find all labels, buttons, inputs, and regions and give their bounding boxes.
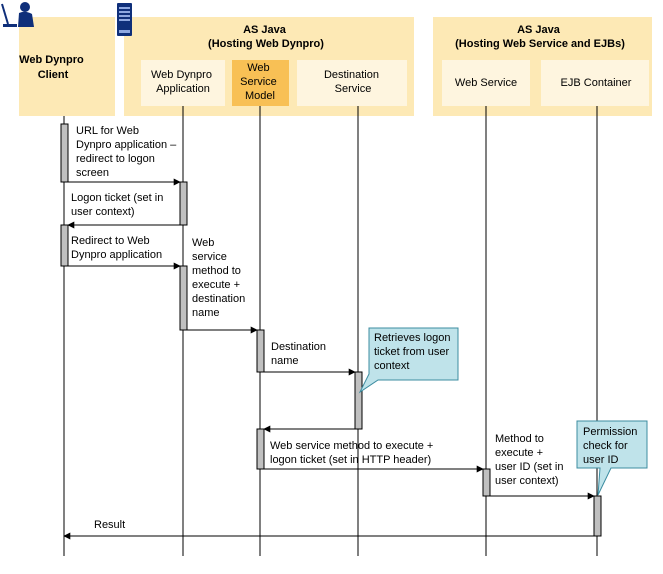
ejb-container-label: EJB Container <box>561 77 632 89</box>
note-line: context <box>374 360 409 372</box>
activation-bar <box>354 371 363 430</box>
web-dynpro-application-box <box>141 60 225 106</box>
dest-service-label-line: Destination <box>324 69 379 81</box>
message-label: URL for Web Dynpro application – redirec… <box>76 125 179 179</box>
ws-model-label-line: Service <box>240 76 277 88</box>
web-service-model-box <box>232 60 289 106</box>
message-label-line: destination <box>192 293 245 305</box>
note-line: user ID <box>583 454 619 466</box>
message-label-line: name <box>192 307 220 319</box>
message-label-line: execute + <box>495 447 543 459</box>
message-label-line: logon ticket (set in HTTP header) <box>270 454 431 466</box>
ws-model-label-line: Model <box>245 90 275 102</box>
activation-bar <box>179 181 188 226</box>
wd-app-label-line: Web Dynpro <box>151 69 212 81</box>
wd-app-label-line: Application <box>156 83 210 95</box>
wd-app-label: Web Dynpro Application <box>151 69 215 95</box>
client-label: Web Dynpro Client <box>19 54 87 81</box>
activation-bar <box>593 495 602 537</box>
dest-service-label: Destination Service <box>324 69 382 95</box>
as-java-2-title-line: AS Java <box>517 24 561 36</box>
message-label: Result <box>94 519 125 531</box>
activation-bar <box>179 265 188 331</box>
client-label-line: Web Dynpro <box>19 54 84 66</box>
message-label-line: Dynpro application – <box>76 139 177 151</box>
note-line: Retrieves logon <box>374 332 450 344</box>
web-service-box <box>442 60 530 106</box>
as-java-1-title-line: AS Java <box>243 24 287 36</box>
client-box <box>19 17 115 116</box>
web-service-label: Web Service <box>455 77 517 89</box>
activation-bar <box>60 224 69 267</box>
message-label-line: name <box>271 355 299 367</box>
svg-text:Retrieves logon ticket f: Retrieves logon ticket from user context <box>374 332 454 372</box>
activation-bar <box>60 123 69 183</box>
message-label-line: user context) <box>495 475 559 487</box>
as-java-2-title: AS Java (Hosting Web Service and EJBs) <box>455 24 625 50</box>
message-label-line: Destination <box>271 341 326 353</box>
web-service-label-line: Web Service <box>455 77 517 89</box>
client-label-line: Client <box>38 69 69 81</box>
message-label: Redirect to Web Dynpro application <box>71 235 162 261</box>
message-label: Web service method to execute + logon ti… <box>270 440 436 466</box>
note-line: Permission <box>583 426 637 438</box>
as-java-1-title: AS Java (Hosting Web Dynpro) <box>208 24 324 50</box>
activation-bar <box>482 468 491 497</box>
svg-text:Permission check for: Permission check for user ID <box>583 426 640 466</box>
note-retrieves-logon-ticket: Retrieves logon ticket from user context <box>358 327 459 394</box>
message-label-line: Web service method to execute + <box>270 440 433 452</box>
note-permission-check: Permission check for user ID <box>576 420 648 496</box>
note-line: check for <box>583 440 628 452</box>
activation-bar <box>256 329 265 373</box>
message-label-line: Redirect to Web <box>71 235 150 247</box>
message-label-line: Result <box>94 519 125 531</box>
message-label-line: redirect to logon <box>76 153 155 165</box>
note-line: ticket from user <box>374 346 450 358</box>
message-label-line: URL for Web <box>76 125 139 137</box>
dest-service-label-line: Service <box>335 83 372 95</box>
message-label-line: service <box>192 251 227 263</box>
message-label: Method to execute + user ID (set in user… <box>495 433 567 487</box>
activation-bar <box>256 428 265 470</box>
message-label: Logon ticket (set in user context) <box>71 192 166 218</box>
message-label-line: user ID (set in <box>495 461 563 473</box>
as-java-2-title-line: (Hosting Web Service and EJBs) <box>455 38 625 50</box>
ws-model-label: Web Service Model <box>240 62 280 102</box>
message-label-line: screen <box>76 167 109 179</box>
destination-service-box <box>297 60 407 106</box>
as-java-1-title-line: (Hosting Web Dynpro) <box>208 38 324 50</box>
message-label: Destination name <box>271 341 329 367</box>
ws-model-label-line: Web <box>247 62 269 74</box>
ejb-container-box <box>541 60 649 106</box>
user-at-computer-icon <box>1 2 34 27</box>
message-label-line: Web <box>192 237 214 249</box>
message-label-line: execute + <box>192 279 240 291</box>
message-label-line: Method to <box>495 433 544 445</box>
server-tower-icon <box>117 3 132 36</box>
message-label: Web service method to execute + destinat… <box>192 237 248 319</box>
message-label-line: user context) <box>71 206 135 218</box>
message-label-line: Logon ticket (set in <box>71 192 163 204</box>
ejb-container-label-line: EJB Container <box>561 77 632 89</box>
message-label-line: Dynpro application <box>71 249 162 261</box>
message-label-line: method to <box>192 265 241 277</box>
